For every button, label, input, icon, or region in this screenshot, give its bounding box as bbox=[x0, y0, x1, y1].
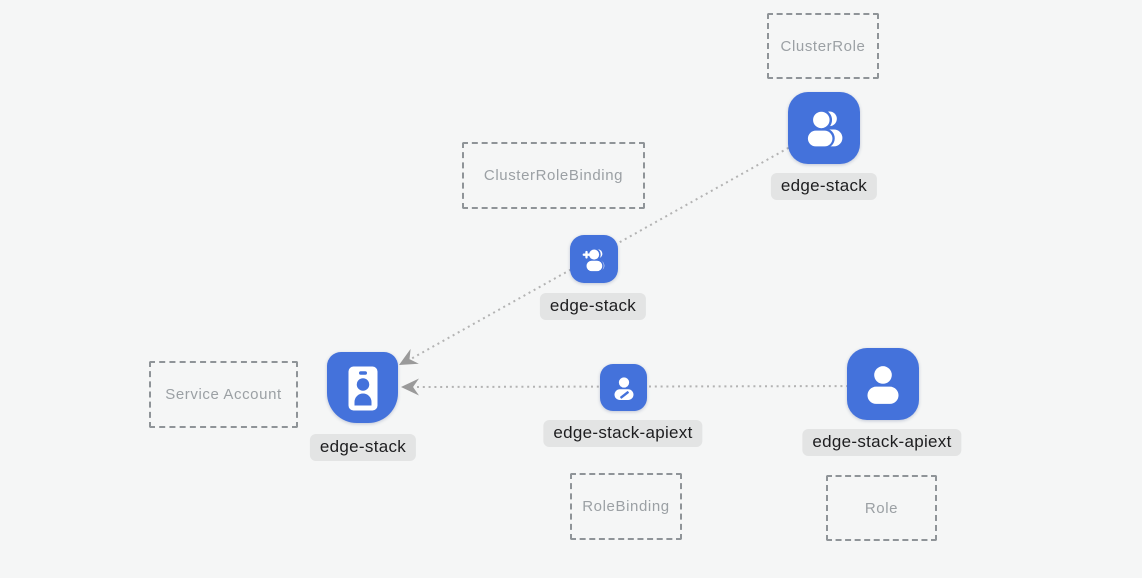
node-label-clusterrole: edge-stack bbox=[770, 173, 878, 200]
type-box-label: ClusterRole bbox=[780, 37, 866, 55]
users-icon bbox=[805, 109, 843, 149]
type-box-clusterrole: ClusterRole bbox=[767, 13, 879, 79]
type-box-serviceaccount: Service Account bbox=[149, 361, 298, 428]
arrowhead-icon bbox=[401, 378, 419, 396]
role-node[interactable] bbox=[847, 348, 919, 420]
user-plus-icon bbox=[582, 247, 604, 272]
edge-role-to-serviceaccount bbox=[412, 385, 884, 388]
rolebinding-node[interactable] bbox=[600, 364, 647, 411]
type-box-role: Role bbox=[826, 475, 937, 541]
node-label-rolebinding: edge-stack-apiext bbox=[543, 420, 703, 447]
node-label-clusterrolebinding: edge-stack bbox=[539, 293, 647, 320]
type-box-label: RoleBinding bbox=[582, 498, 670, 515]
arrowhead-icon bbox=[399, 348, 419, 365]
type-box-clusterrolebinding: ClusterRoleBinding bbox=[462, 142, 645, 209]
serviceaccount-node[interactable] bbox=[327, 352, 398, 423]
type-box-label: Service Account bbox=[165, 386, 282, 403]
clusterrole-node[interactable] bbox=[788, 92, 860, 164]
type-box-rolebinding: RoleBinding bbox=[570, 473, 682, 540]
type-box-label: Role bbox=[864, 499, 899, 517]
type-box-label: ClusterRoleBinding bbox=[483, 167, 624, 184]
node-label-serviceaccount: edge-stack bbox=[309, 434, 417, 461]
clusterrolebinding-node[interactable] bbox=[570, 235, 618, 283]
id-badge-icon bbox=[348, 366, 377, 410]
user-icon bbox=[867, 366, 899, 404]
user-edit-icon bbox=[614, 376, 633, 400]
edge-clusterrole-to-serviceaccount bbox=[408, 127, 825, 361]
node-label-role: edge-stack-apiext bbox=[802, 429, 962, 456]
